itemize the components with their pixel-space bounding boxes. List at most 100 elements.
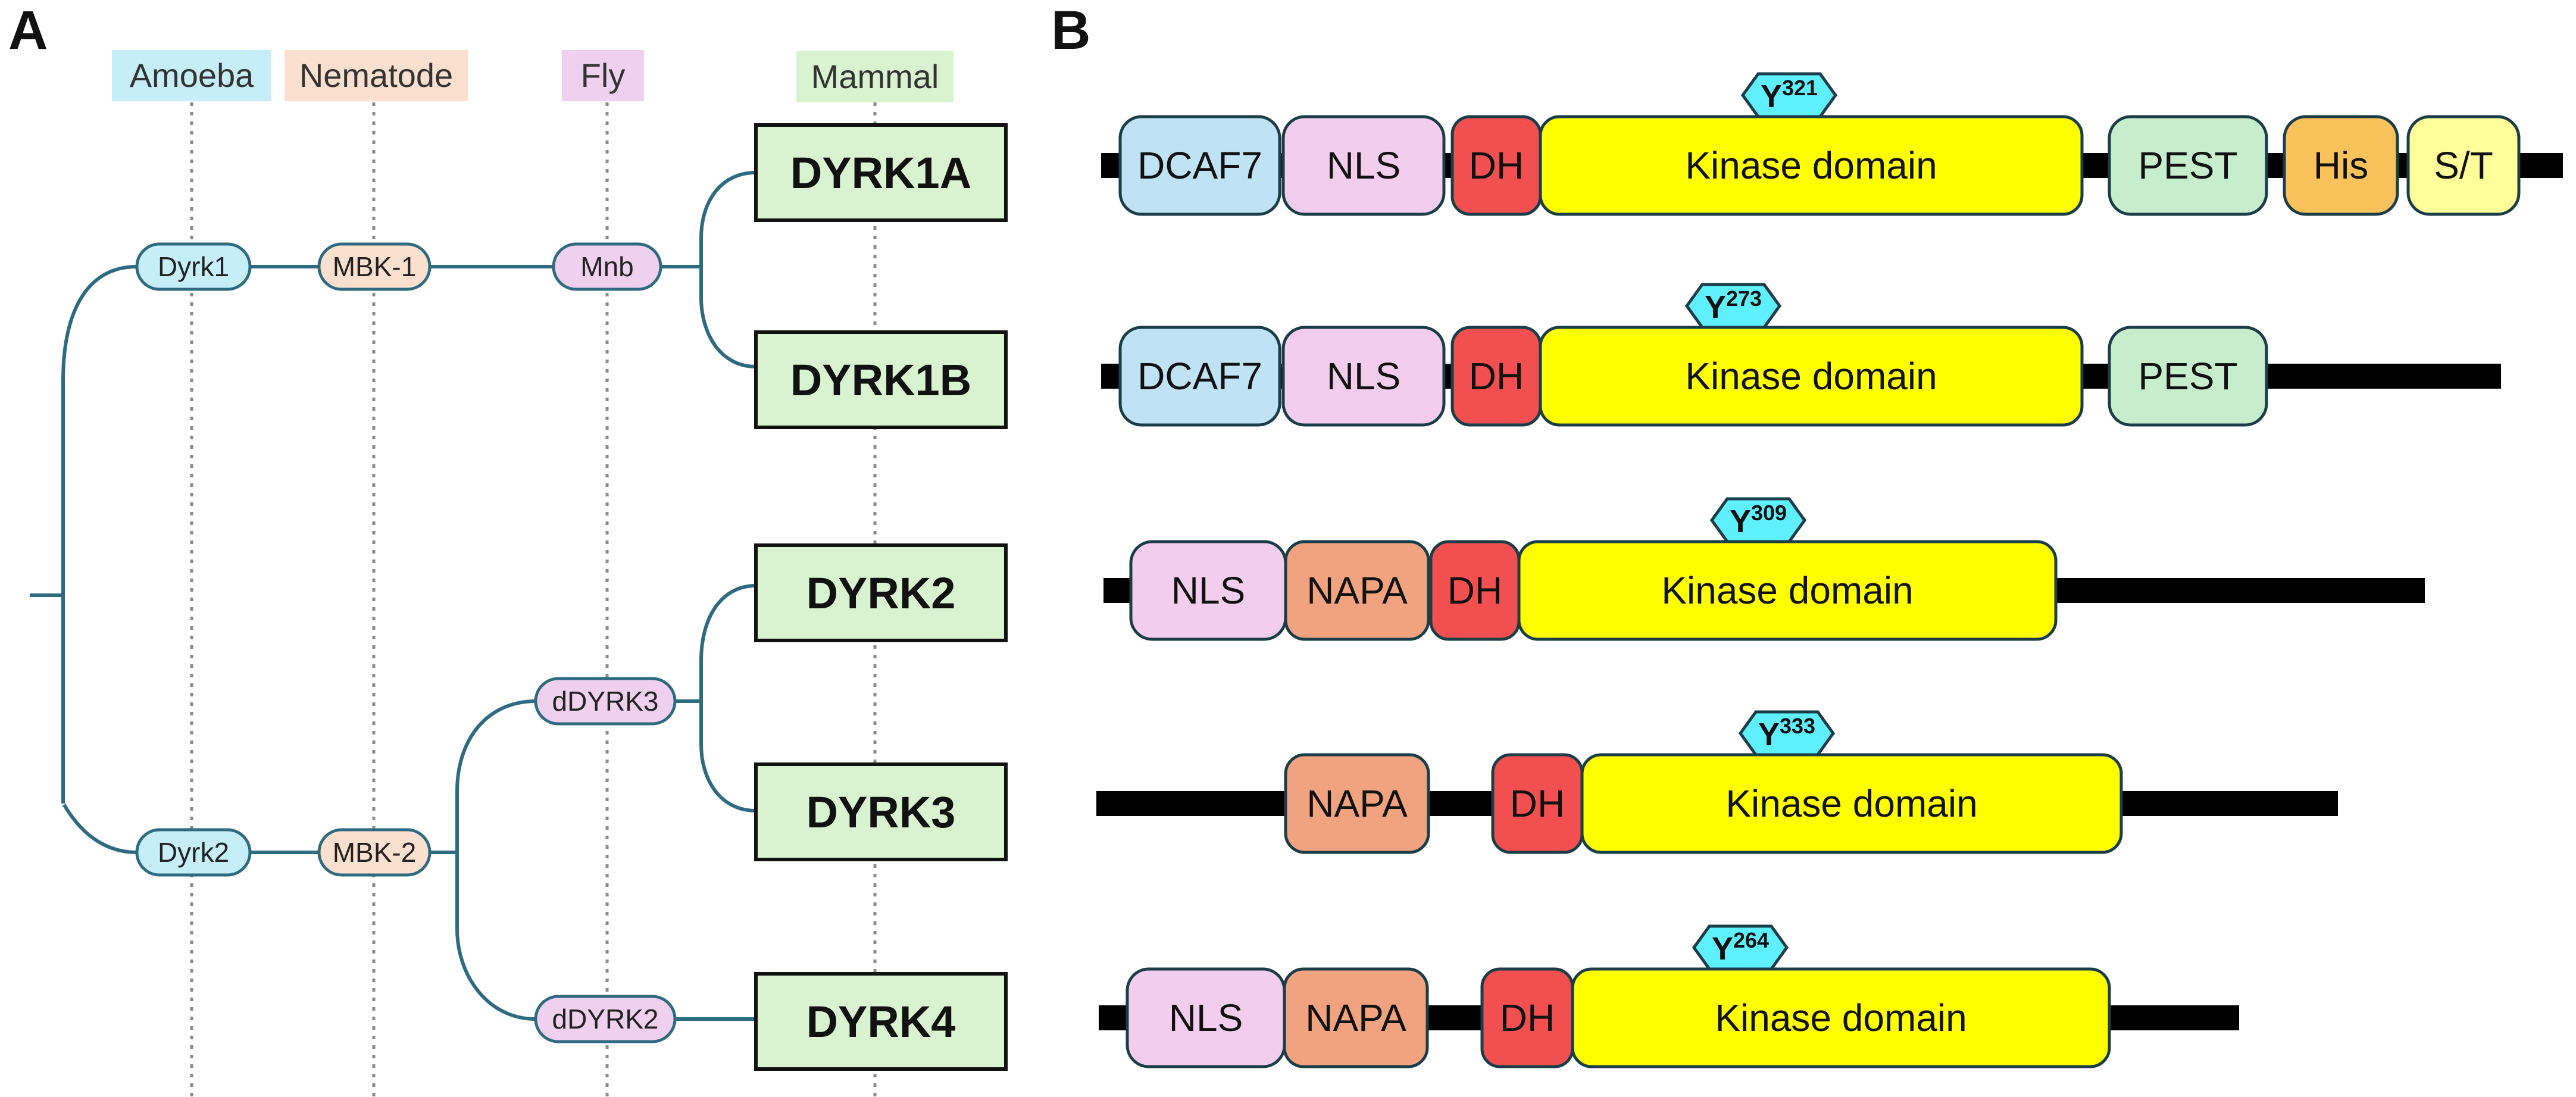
domain-dyrk4-nls: NLS: [1126, 967, 1286, 1068]
node-ddyrk3-label: dDYRK3: [552, 686, 659, 717]
mammal-dyrk1b-label: DYRK1B: [790, 355, 971, 405]
domain-dyrk1b-kinase: Kinase domain: [1539, 326, 2084, 427]
species-fly-bg: [562, 50, 644, 101]
domain-dyrk1b-dh: DH: [1450, 326, 1542, 427]
domain-dyrk2-nls-label: NLS: [1171, 569, 1246, 612]
domain-dyrk4-kinase-label: Kinase domain: [1715, 996, 1967, 1039]
domain-dyrk1a-nls: NLS: [1281, 115, 1446, 216]
mammal-node-dyrk3: DYRK3: [754, 762, 1008, 861]
domain-dyrk1b-dcaf7-box: [1118, 326, 1281, 427]
domain-dyrk2-kinase: Kinase domain: [1517, 540, 2058, 641]
species-amoeba-bg: [112, 50, 271, 101]
species-mammal-label: Mammal: [811, 58, 939, 95]
domain-dyrk4-dh: DH: [1480, 967, 1574, 1068]
domain-dyrk2-dh-label: DH: [1448, 569, 1502, 612]
mammal-node-dyrk4: DYRK4: [754, 972, 1008, 1071]
domain-dyrk2-napa-box: [1284, 540, 1430, 641]
node-mbk-1-bg: [317, 242, 432, 291]
protein-dyrk1b: DCAF7 NLS DH Kinase domain PEST Y273: [1101, 283, 2501, 427]
ptyr-dyrk1a: Y321: [1740, 72, 1838, 118]
domain-dyrk1b-nls-label: NLS: [1327, 355, 1401, 398]
domain-dyrk3-napa-label: NAPA: [1306, 782, 1408, 825]
domain-dyrk2-kinase-label: Kinase domain: [1661, 569, 1913, 612]
domain-dyrk1b-kinase-box: [1539, 326, 2084, 427]
species-fly-label: Fly: [581, 57, 626, 94]
ptyr-dyrk1a-label: Y321: [1761, 76, 1818, 114]
node-dyrk2-label: Dyrk2: [158, 837, 229, 868]
ptyr-dyrk4-letter: Y: [1712, 931, 1733, 967]
node-dyrk1-label: Dyrk1: [158, 251, 229, 282]
node-ddyrk2-bg: [534, 995, 677, 1043]
node-dyrk2-bg: [135, 828, 252, 877]
domain-dyrk3-kinase-label: Kinase domain: [1725, 782, 1977, 825]
branch-mnb-split: [699, 171, 756, 368]
ptyr-dyrk3-label: Y333: [1758, 714, 1815, 752]
protein-dyrk4: NLS NAPA DH Kinase domain Y264: [1099, 924, 2239, 1068]
node-dyrk1: Dyrk1: [135, 242, 252, 291]
panel-a: A Amoeba Nematode Fly Mammal: [8, 0, 1008, 1097]
domain-dyrk1b-dh-label: DH: [1469, 355, 1524, 398]
ptyr-dyrk3-position: 333: [1780, 714, 1815, 738]
ptyr-dyrk1b-hexagon: [1684, 283, 1782, 329]
mammal-dyrk3-label: DYRK3: [806, 787, 956, 837]
species-header-mammal: Mammal: [796, 51, 954, 102]
domain-dyrk1b-dcaf7: DCAF7: [1118, 326, 1281, 427]
domain-dyrk1a-his-label: His: [2314, 144, 2368, 187]
domain-dyrk1a-pest-box: [2108, 115, 2268, 216]
ptyr-dyrk2-label: Y309: [1730, 501, 1787, 539]
species-nematode-label: Nematode: [299, 57, 453, 94]
mammal-dyrk4-box: [754, 972, 1008, 1071]
species-header-nematode: Nematode: [285, 50, 468, 101]
domain-dyrk2-nls: NLS: [1129, 540, 1287, 641]
mammal-dyrk2-box: [754, 543, 1008, 642]
domain-dyrk3-kinase: Kinase domain: [1580, 753, 2123, 854]
mammal-dyrk4-label: DYRK4: [806, 997, 956, 1046]
mammal-node-dyrk1a: DYRK1A: [754, 123, 1008, 222]
branch-mbk2-split: [455, 699, 536, 1021]
domain-dyrk3-dh-label: DH: [1510, 782, 1565, 825]
domain-dyrk1b-kinase-label: Kinase domain: [1685, 355, 1937, 398]
node-mnb-bg: [552, 242, 662, 291]
domain-dyrk4-napa-box: [1283, 967, 1429, 1068]
mammal-dyrk1a-box: [754, 123, 1008, 222]
node-mnb-label: Mnb: [580, 251, 633, 282]
ptyr-dyrk3-hexagon: [1738, 710, 1836, 757]
domain-dyrk1a-dh: DH: [1450, 115, 1542, 216]
domain-dyrk2-dh: DH: [1429, 540, 1521, 641]
node-mbk-2-label: MBK-2: [333, 837, 417, 868]
domain-dyrk1a-pest-label: PEST: [2138, 144, 2237, 187]
domain-dyrk1a-his-box: [2283, 115, 2399, 216]
panel-b: B DCAF7 NLS DH Kinase domain PEST: [1051, 0, 2563, 1068]
ptyr-dyrk2: Y309: [1709, 497, 1807, 543]
domain-dyrk1a-kinase: Kinase domain: [1539, 115, 2084, 216]
domain-dyrk1a-dh-label: DH: [1469, 144, 1524, 187]
ptyr-dyrk3: Y333: [1738, 710, 1836, 757]
species-header-amoeba: Amoeba: [112, 50, 271, 101]
ptyr-dyrk1b-label: Y273: [1705, 286, 1762, 325]
mammal-dyrk1a-label: DYRK1A: [790, 148, 971, 198]
ptyr-dyrk1a-position: 321: [1782, 76, 1818, 100]
domain-dyrk4-napa: NAPA: [1283, 967, 1429, 1068]
phylogeny-branches: [30, 171, 756, 1021]
branch-ddyrk3-split: [699, 584, 756, 812]
ptyr-dyrk2-letter: Y: [1730, 504, 1751, 539]
node-ddyrk3: dDYRK3: [534, 677, 677, 726]
domain-dyrk3-napa-box: [1284, 753, 1430, 854]
protein-dyrk2: NLS NAPA DH Kinase domain Y309: [1103, 497, 2425, 641]
species-nematode-bg: [285, 50, 468, 101]
mammal-node-dyrk2: DYRK2: [754, 543, 1008, 642]
node-mbk-2: MBK-2: [317, 828, 432, 877]
domain-dyrk1b-pest-box: [2108, 326, 2268, 427]
species-header-fly: Fly: [562, 50, 644, 101]
domain-dyrk1b-pest-label: PEST: [2138, 355, 2237, 398]
branch-root-split: [61, 265, 137, 854]
domain-dyrk3-napa: NAPA: [1284, 753, 1430, 854]
domain-dyrk1b-pest: PEST: [2108, 326, 2268, 427]
ptyr-dyrk4-position: 264: [1733, 928, 1769, 952]
ptyr-dyrk4-label: Y264: [1712, 928, 1769, 967]
species-amoeba-label: Amoeba: [130, 57, 254, 94]
domain-dyrk1a-dcaf7-box: [1118, 115, 1281, 216]
domain-dyrk1b-dcaf7-label: DCAF7: [1137, 355, 1262, 398]
node-mbk-2-bg: [317, 828, 432, 877]
